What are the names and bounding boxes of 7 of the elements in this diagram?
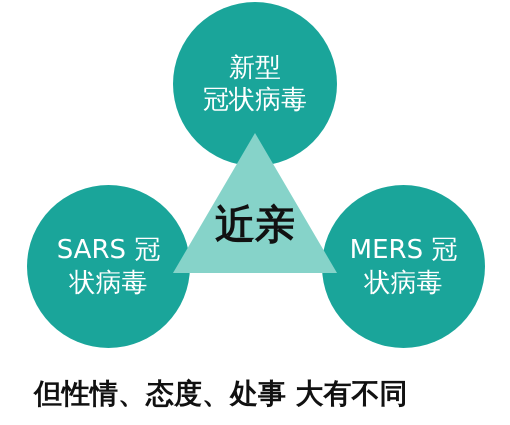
virus-name: MERS 冠状病毒: [348, 234, 458, 299]
virus-name: 新型: [228, 52, 282, 84]
virus-name: SARS 冠状病毒: [56, 234, 162, 299]
virus-name: 冠状病毒: [202, 84, 308, 116]
note-text: 但性情、态度、处事 大有不同: [34, 376, 408, 412]
kinship-triangle: [173, 133, 337, 273]
center-label: 近亲: [214, 205, 296, 245]
